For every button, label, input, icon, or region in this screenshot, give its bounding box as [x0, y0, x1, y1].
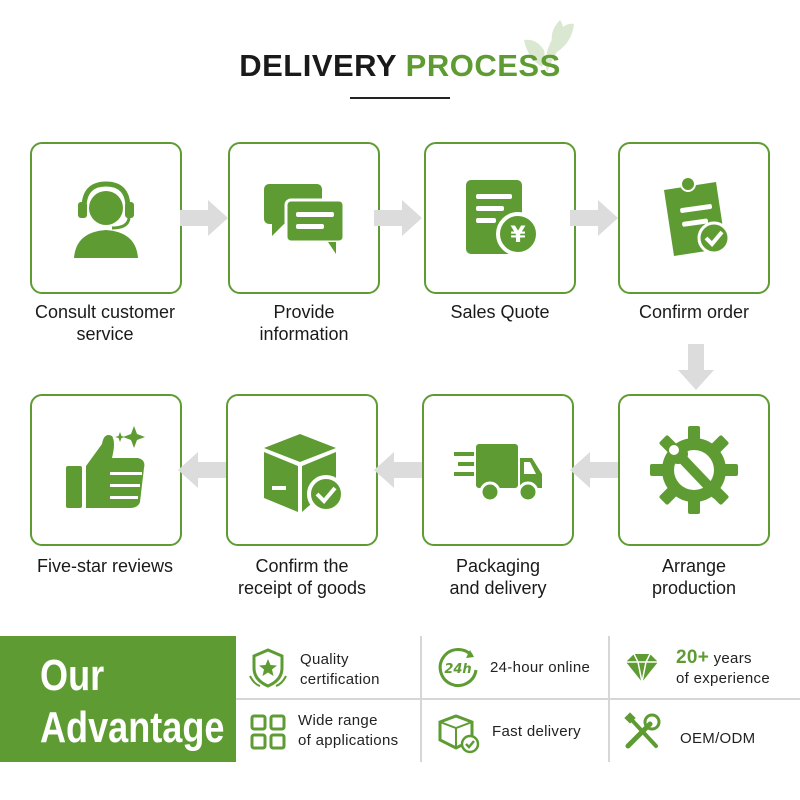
customer-service-headset-icon [58, 170, 154, 266]
yuan-quote-document-icon: ¥ [452, 170, 548, 266]
step-label-confirm-receipt: Confirm the receipt of goods [212, 555, 392, 599]
page-title: DELIVERY PROCESS [0, 48, 800, 84]
divider [420, 636, 422, 762]
step-label-consult: Consult customer service [15, 301, 195, 345]
step-label-provide: Provide information [214, 301, 394, 345]
step-label-confirm-order: Confirm order [604, 301, 784, 323]
step-sales-quote: ¥ [424, 142, 576, 294]
chat-bubbles-icon [256, 170, 352, 266]
24h-badge: 24h [444, 662, 471, 677]
svg-text:¥: ¥ [510, 223, 526, 248]
advantage-experience: 20+ years of experience [676, 648, 770, 689]
advantage-title: Our Advantage [40, 650, 204, 754]
advantage-applications: Wide range of applications [298, 711, 398, 751]
tools-icon [620, 710, 664, 754]
step-label-quote: Sales Quote [410, 301, 590, 323]
step-label-packaging: Packaging and delivery [408, 555, 588, 599]
arrow-down-icon [676, 344, 716, 392]
arrow-right-icon [180, 198, 230, 238]
24h-clock-icon: 24h [436, 646, 480, 690]
arrow-left-icon [176, 450, 226, 490]
step-confirm-receipt [226, 394, 378, 546]
divider [236, 698, 800, 700]
arrow-left-icon [568, 450, 618, 490]
title-part-1: DELIVERY [239, 48, 396, 83]
advantage-24-hour: 24-hour online [490, 658, 590, 678]
arrow-right-icon [374, 198, 424, 238]
step-provide-information [228, 142, 380, 294]
divider [608, 636, 610, 762]
step-packaging-delivery [422, 394, 574, 546]
shield-star-icon [246, 646, 290, 690]
diamond-icon [620, 646, 664, 690]
clipboard-check-icon [646, 170, 742, 266]
step-confirm-order [618, 142, 770, 294]
box-check-icon [254, 422, 350, 518]
advantage-fast-delivery: Fast delivery [492, 722, 581, 742]
title-underline [350, 97, 450, 99]
grid-squares-icon [246, 710, 290, 754]
advantage-oem-odm: OEM/ODM [680, 729, 755, 749]
advantage-quality: Quality certification [300, 650, 380, 690]
arrow-right-icon [570, 198, 620, 238]
thumbs-up-icon [58, 422, 154, 518]
step-label-five-star: Five-star reviews [15, 555, 195, 577]
package-check-icon [436, 710, 480, 754]
step-label-arrange: Arrange production [604, 555, 784, 599]
delivery-truck-icon [450, 422, 546, 518]
step-arrange-production [618, 394, 770, 546]
gear-wrench-icon [646, 422, 742, 518]
step-five-star-reviews [30, 394, 182, 546]
step-consult-customer-service [30, 142, 182, 294]
arrow-left-icon [372, 450, 422, 490]
title-part-2: PROCESS [406, 48, 561, 83]
